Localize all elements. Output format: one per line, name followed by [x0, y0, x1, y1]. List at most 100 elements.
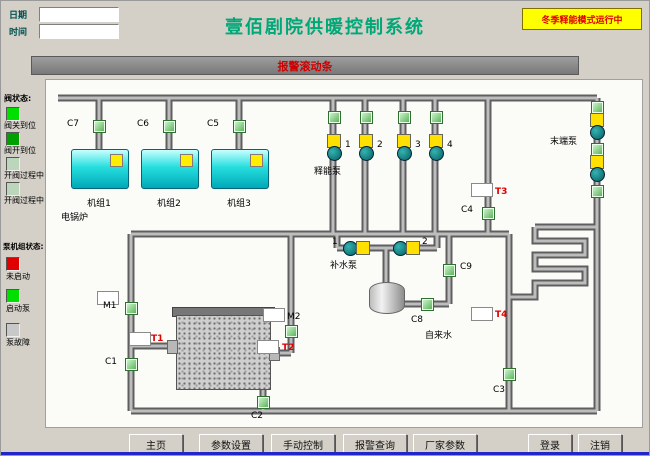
makeup-pump-1-number: 1 — [332, 237, 338, 247]
valve-c5[interactable] — [233, 120, 246, 133]
factory-parameters-button[interactable]: 厂家参数 — [413, 434, 477, 454]
boiler-unit-3[interactable] — [211, 149, 269, 189]
t3-value-box — [471, 183, 493, 197]
legend-valve-closing-label: 开阀过程中 — [4, 196, 44, 205]
release-pump-3-valve[interactable] — [398, 111, 411, 124]
date-field[interactable] — [39, 7, 119, 22]
valve-c5-label: C5 — [207, 119, 220, 129]
release-pump-1-valve[interactable] — [328, 111, 341, 124]
pump-body-icon — [406, 241, 420, 255]
alarm-query-button[interactable]: 报警查询 — [343, 434, 407, 454]
logout-button[interactable]: 注销 — [578, 434, 622, 454]
login-button[interactable]: 登录 — [528, 434, 572, 454]
valve-c6-label: C6 — [137, 119, 150, 129]
home-button[interactable]: 主页 — [129, 434, 183, 454]
time-field[interactable] — [39, 24, 119, 39]
season-mode-button[interactable]: 冬季释能模式运行中 — [522, 8, 642, 30]
manual-control-button[interactable]: 手动控制 — [271, 434, 335, 454]
valve-c3[interactable] — [503, 368, 516, 381]
pump-motor-icon — [359, 146, 374, 161]
valve-c7[interactable] — [93, 120, 106, 133]
pump-motor-icon — [429, 146, 444, 161]
pump-motor-icon — [590, 167, 605, 182]
pump-motor-icon — [397, 146, 412, 161]
valve-c4[interactable] — [482, 207, 495, 220]
temp-t4-label: T4 — [495, 310, 508, 320]
legend-pump-fault-indicator — [6, 323, 20, 337]
makeup-pump-1[interactable] — [343, 241, 370, 256]
legend-valve-closed-indicator — [6, 107, 20, 121]
release-pump-4-valve[interactable] — [430, 111, 443, 124]
valve-c4-label: C4 — [461, 205, 474, 215]
page-title: 壹佰剧院供暖控制系统 — [225, 17, 425, 38]
valve-c6[interactable] — [163, 120, 176, 133]
valve-c1-label: C1 — [105, 357, 118, 367]
boiler-2-label: 机组2 — [157, 199, 181, 209]
release-pump-3[interactable] — [397, 134, 412, 161]
valve-c8-label: C8 — [411, 315, 424, 325]
time-label: 时间 — [9, 28, 28, 38]
boiler-3-label: 机组3 — [227, 199, 251, 209]
makeup-pump-2[interactable] — [393, 241, 420, 256]
boiler-unit-2[interactable] — [141, 149, 199, 189]
date-label: 日期 — [9, 11, 28, 21]
terminal-pump-2[interactable] — [590, 155, 605, 182]
temp-t3-label: T3 — [495, 187, 508, 197]
legend-pump-running-label: 启动泵 — [6, 304, 30, 313]
pump-motor-icon — [327, 146, 342, 161]
release-pump-2-number: 2 — [377, 140, 383, 150]
storage-tank-left-port — [167, 340, 178, 354]
terminal-pump-valve-bottom[interactable] — [591, 185, 604, 198]
release-pump-2-valve[interactable] — [360, 111, 373, 124]
release-pump-2[interactable] — [359, 134, 374, 161]
boiler-2-indicator — [180, 154, 193, 167]
valve-c3-label: C3 — [493, 385, 506, 395]
legend-valve-opening-indicator — [6, 157, 20, 171]
boiler-1-indicator — [110, 154, 123, 167]
pump-status-legend-title: 泵机组状态: — [3, 242, 44, 251]
valve-m2[interactable] — [285, 325, 298, 338]
t2-value-box — [257, 340, 279, 354]
valve-c2[interactable] — [257, 396, 270, 409]
valve-c7-label: C7 — [67, 119, 80, 129]
release-pump-1[interactable] — [327, 134, 342, 161]
valve-c9-label: C9 — [460, 262, 473, 272]
valve-c1[interactable] — [125, 358, 138, 371]
terminal-pumps-label: 末端泵 — [550, 137, 578, 147]
legend-pump-stopped-label: 未启动 — [6, 272, 30, 281]
release-pump-1-number: 1 — [345, 140, 351, 150]
temp-t2-label: T2 — [282, 343, 295, 353]
legend-pump-stopped-indicator — [6, 257, 20, 271]
valve-c2-label: C2 — [251, 411, 264, 421]
legend-pump-fault-label: 泵故障 — [6, 338, 30, 347]
valve-status-legend-title: 阀状态: — [4, 94, 32, 103]
terminal-pump-1[interactable] — [590, 113, 605, 140]
makeup-pumps-label: 补水泵 — [330, 261, 358, 271]
alarm-marquee: 报警滚动条 — [31, 56, 579, 75]
parameter-settings-button[interactable]: 参数设置 — [199, 434, 263, 454]
release-pump-3-number: 3 — [415, 140, 421, 150]
legend-valve-open-label: 阀开到位 — [4, 146, 36, 155]
release-pumps-label: 释能泵 — [314, 167, 342, 177]
t1-value-box — [129, 332, 151, 346]
legend-valve-open-indicator — [6, 132, 20, 146]
valve-c8[interactable] — [421, 298, 434, 311]
legend-valve-closing-indicator — [6, 182, 20, 196]
boiler-3-indicator — [250, 154, 263, 167]
boiler-1-label: 机组1 — [87, 199, 111, 209]
makeup-pump-2-number: 2 — [422, 237, 428, 247]
legend-valve-opening-label: 开阀过程中 — [4, 171, 44, 180]
valve-m1-label: M1 — [103, 301, 117, 311]
tap-water-label: 自来水 — [425, 331, 453, 341]
legend-pump-running-indicator — [6, 289, 20, 303]
t4-value-box — [471, 307, 493, 321]
storage-tank — [176, 315, 271, 390]
valve-m1[interactable] — [125, 302, 138, 315]
pump-body-icon — [356, 241, 370, 255]
taskbar-strip — [1, 452, 649, 455]
m1-value-box — [97, 291, 119, 305]
boiler-unit-1[interactable] — [71, 149, 129, 189]
valve-c9[interactable] — [443, 264, 456, 277]
release-pump-4[interactable] — [429, 134, 444, 161]
